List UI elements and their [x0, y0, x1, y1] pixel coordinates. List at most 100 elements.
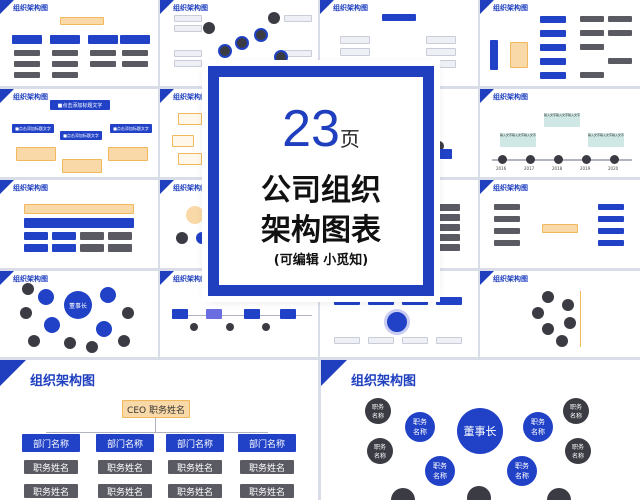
- desc-box: 输入文字输入文字输入文字: [588, 133, 624, 147]
- page-count: 23页: [211, 99, 431, 159]
- year-label: 2017: [524, 166, 534, 171]
- role-node: 职务名称: [523, 412, 553, 442]
- slide-thumbnail-13[interactable]: 组织架构图 董事长: [0, 271, 158, 357]
- corner-accent: [480, 271, 494, 285]
- cell: [80, 244, 104, 252]
- avatar: [564, 317, 576, 329]
- box: [438, 149, 452, 159]
- connector: [580, 291, 581, 347]
- job-box: [368, 337, 394, 344]
- leaf-node: [122, 307, 134, 319]
- role-node: [44, 317, 60, 333]
- job-box: [608, 30, 632, 36]
- job-box: [580, 44, 604, 50]
- connector: [155, 418, 156, 432]
- job-box: [122, 61, 148, 67]
- job-box: [608, 16, 632, 22]
- slide-thumbnail-11[interactable]: [434, 180, 478, 268]
- text-box: [284, 50, 312, 57]
- dept-box: [334, 297, 360, 305]
- job-box: [494, 216, 520, 222]
- corner-accent: [0, 89, 14, 103]
- slide-large-right[interactable]: 组织架构图 董事长 职务名称 职务名称 职务名称 职务名称 职务名称 职务名称 …: [321, 360, 640, 500]
- avatar: [542, 291, 554, 303]
- mid-box: [510, 42, 528, 68]
- job-box: 职务姓名: [24, 460, 78, 474]
- slide-thumbnail-10[interactable]: 组织架构图: [160, 180, 208, 268]
- cover-title-line-1: 公司组织: [211, 165, 431, 209]
- slide-title: 组织架构图: [173, 3, 208, 13]
- job-box: 职务姓名: [168, 484, 222, 498]
- slide-thumbnail-8[interactable]: 组织架构图 输入文字输入文字输入文字 输入文字输入文字输入文字 输入文字输入文字…: [480, 89, 640, 177]
- corner-accent: [0, 180, 14, 194]
- leaf-node: [22, 283, 34, 295]
- dept-box: [540, 30, 566, 37]
- name-label: 名称: [413, 427, 427, 437]
- dept-box: 部门名称: [166, 434, 224, 452]
- leaf-node: 职务名称: [563, 398, 589, 424]
- cell: [80, 232, 104, 240]
- avatar: [556, 335, 568, 347]
- center-node: [384, 309, 410, 335]
- slide-thumbnail-4[interactable]: 组织架构图: [480, 0, 640, 86]
- text-box: [174, 15, 202, 22]
- slide-thumbnail-5[interactable]: 组织架构图 ■点击添加标题文字 ■点击添加标题文字 ■点击添加标题文字 ■点击添…: [0, 89, 158, 177]
- slide-thumbnail-12[interactable]: 组织架构图: [480, 180, 640, 268]
- corner-accent: [480, 89, 494, 103]
- name-label: 名称: [433, 471, 447, 481]
- corner-accent: [160, 0, 174, 14]
- cell: [24, 244, 48, 252]
- avatar: [562, 299, 574, 311]
- avatar: [274, 50, 288, 64]
- page-count-unit: 页: [340, 127, 360, 151]
- job-box: 职务姓名: [98, 460, 152, 474]
- dot: [262, 323, 270, 331]
- role-label: 职务: [515, 461, 529, 471]
- corner-accent: [160, 89, 174, 103]
- job-box: [426, 48, 456, 56]
- year-label: 2016: [496, 166, 506, 171]
- year-box: [206, 309, 222, 319]
- slide-thumbnail-6[interactable]: 组织架构图: [160, 89, 208, 177]
- cell: [52, 232, 76, 240]
- chairman-node: 董事长: [457, 408, 503, 454]
- name-box: [434, 234, 460, 241]
- slide-thumbnail-9[interactable]: 组织架构图: [0, 180, 158, 268]
- leaf-node: 职务名称: [565, 438, 591, 464]
- job-box: [426, 36, 456, 44]
- slide-large-left[interactable]: 组织架构图 CEO 职务姓名 部门名称 部门名称 部门名称 部门名称 职务姓名 …: [0, 360, 318, 500]
- sub-box: ■点击添加标题文字: [12, 124, 54, 133]
- avatar: [218, 44, 232, 58]
- text-box: [174, 25, 202, 32]
- dept-box: [540, 16, 566, 23]
- orange-box: [178, 113, 202, 125]
- role-label: 职务: [570, 402, 582, 411]
- corner-accent: [480, 0, 494, 14]
- cover-subtitle: (可编辑 小觅知): [211, 249, 431, 268]
- mid-bar: [24, 218, 134, 228]
- slide-thumbnail-7[interactable]: [434, 89, 478, 177]
- dot: [190, 323, 198, 331]
- slide-title: 组织架构图: [493, 274, 528, 284]
- leaf-node: [20, 307, 32, 319]
- name-box: [434, 204, 460, 211]
- role-node: 职务名称: [405, 412, 435, 442]
- job-box: [14, 61, 40, 67]
- job-box: [14, 50, 40, 56]
- leaf-node: [64, 337, 76, 349]
- title-box: ■点击添加标题文字: [50, 100, 110, 110]
- avatar: [254, 28, 268, 42]
- role-label: 职务: [433, 461, 447, 471]
- slide-thumbnail-1[interactable]: 组织架构图: [0, 0, 158, 86]
- role-label: 职务: [372, 402, 384, 411]
- name-label: 名称: [515, 471, 529, 481]
- leaf-node: [547, 488, 571, 500]
- content-box: [16, 147, 56, 161]
- connector: [46, 432, 268, 433]
- leaf-node: [118, 335, 130, 347]
- dept-box: [540, 44, 566, 51]
- timeline-dot: [526, 155, 535, 164]
- dept-box: 部门名称: [96, 434, 154, 452]
- slide-thumbnail-16[interactable]: 组织架构图: [480, 271, 640, 357]
- role-node: [96, 321, 112, 337]
